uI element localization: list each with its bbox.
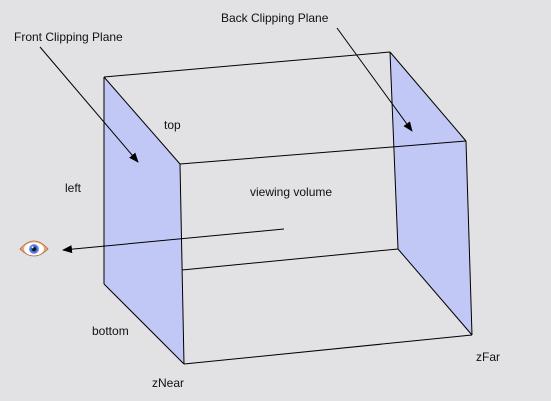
eye-icon bbox=[19, 240, 49, 257]
zfar-label: zFar bbox=[476, 350, 500, 364]
top-label: top bbox=[164, 118, 181, 132]
back-right-edge bbox=[389, 51, 399, 250]
viewing-direction-arrow bbox=[62, 228, 285, 254]
back-plane-arrow bbox=[336, 27, 413, 132]
viewing-volume-label: viewing volume bbox=[250, 185, 333, 199]
near-left-edge bbox=[179, 163, 185, 365]
znear-label: zNear bbox=[152, 376, 185, 390]
back-clipping-plane-label: Back Clipping Plane bbox=[221, 11, 329, 25]
box-edges bbox=[103, 51, 473, 365]
back-clipping-plane bbox=[390, 52, 472, 335]
left-top-edge bbox=[103, 76, 181, 165]
near-right-edge bbox=[465, 140, 473, 336]
near-bottom-edge bbox=[183, 334, 473, 365]
left-label: left bbox=[65, 181, 82, 195]
front-plane-arrow bbox=[39, 46, 139, 163]
right-top-edge bbox=[389, 51, 467, 142]
front-clipping-plane-label: Front Clipping Plane bbox=[14, 30, 123, 44]
back-bottom-edge bbox=[181, 248, 399, 271]
bottom-label: bottom bbox=[92, 324, 129, 338]
right-bottom-edge bbox=[397, 248, 473, 336]
front-clipping-plane bbox=[104, 77, 184, 364]
left-bottom-edge bbox=[103, 283, 185, 365]
back-top-edge bbox=[103, 51, 391, 78]
near-top-edge bbox=[179, 140, 467, 165]
